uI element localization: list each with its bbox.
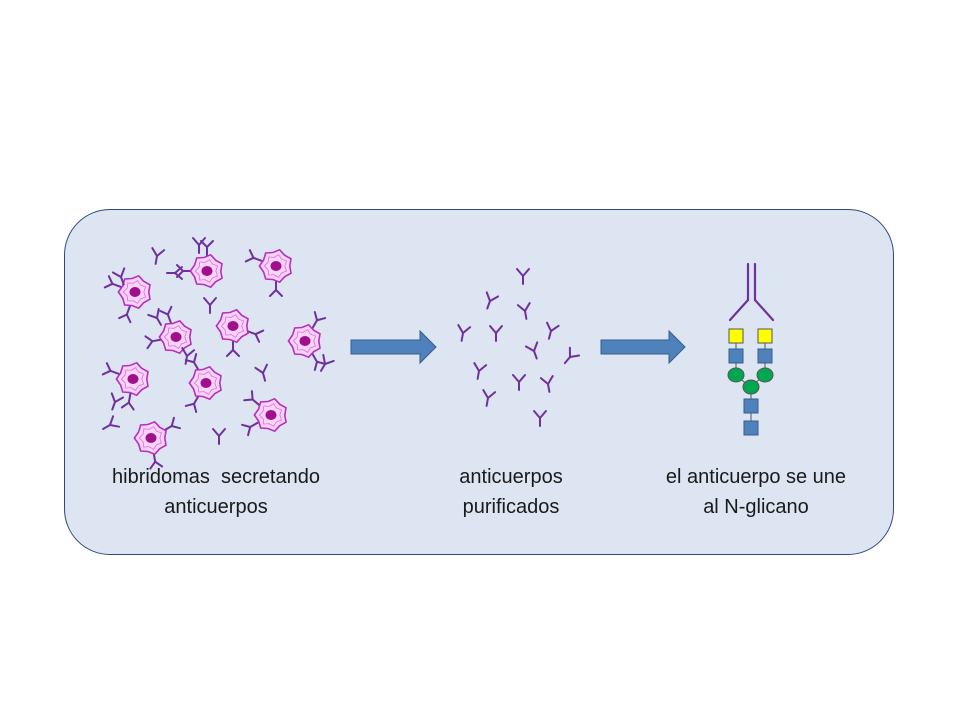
antibody-icon	[147, 307, 162, 326]
antibody-icon	[311, 352, 327, 371]
caption-purified-line2: purificados	[462, 496, 560, 518]
glcnac-square-icon	[743, 420, 759, 436]
n-glycan-icon	[727, 328, 774, 436]
antibody-icon	[546, 321, 560, 340]
antibody-icon	[254, 363, 268, 382]
caption-hybridomas: hibridomas secretando anticuerpos	[86, 462, 346, 522]
mannose-circle-icon	[727, 367, 745, 383]
antibody-icon	[118, 305, 132, 324]
hybridoma-cell-icon	[176, 240, 223, 289]
hybridoma-cell-icon	[144, 305, 192, 355]
antibody-icon	[512, 374, 526, 391]
hybridoma-cell-icon	[184, 353, 222, 413]
antibody-icon	[539, 375, 554, 393]
antibody-icon	[485, 291, 500, 310]
galactose-square-icon	[728, 328, 744, 344]
caption-purified: anticuerpos purificados	[431, 462, 591, 522]
purified-antibodies	[457, 268, 581, 427]
antibody-icon	[111, 267, 126, 286]
antibody-icon	[728, 262, 775, 322]
antibody-icon	[151, 247, 166, 265]
glcnac-square-icon	[757, 348, 773, 364]
antibody-icon	[524, 341, 539, 360]
antibody-icon	[144, 335, 163, 350]
antibody-icon	[226, 340, 240, 357]
antibody-icon	[533, 410, 547, 427]
antibody-icon	[473, 362, 488, 380]
hybridoma-cell-icon	[287, 311, 327, 371]
antibody-icon	[102, 415, 121, 430]
antibody-icon	[192, 237, 206, 254]
antibody-icon	[457, 324, 472, 342]
caption-purified-line1: anticuerpos	[459, 466, 563, 488]
antibody-icon	[311, 311, 327, 330]
antibody-icon	[212, 428, 226, 445]
glcnac-square-icon	[743, 398, 759, 414]
caption-hybridomas-line2: anticuerpos	[164, 496, 268, 518]
antibody-icon	[241, 421, 260, 437]
antibody-icon	[200, 240, 214, 257]
glcnac-square-icon	[728, 348, 744, 364]
antibody-icon	[563, 346, 581, 365]
antibody-icon	[101, 362, 120, 376]
caption-hybridomas-line1: hibridomas secretando	[112, 466, 320, 488]
caption-binding: el anticuerpo se une al N-glicano	[636, 462, 876, 522]
mannose-circle-icon	[756, 367, 774, 383]
antibody-icon	[269, 280, 283, 297]
antibody-icon	[120, 392, 135, 411]
hybridoma-cells	[101, 240, 327, 470]
hybridoma-cell-icon	[103, 274, 151, 324]
caption-binding-line1: el anticuerpo se une	[665, 466, 847, 488]
antibody-icon	[320, 353, 335, 372]
antibody-icon	[203, 297, 217, 314]
antibody-icon	[103, 275, 122, 289]
mannose-circle-icon	[742, 379, 760, 395]
hybridoma-cell-icon	[244, 248, 292, 297]
antibody-icon	[244, 249, 263, 263]
right-arrow-icon	[600, 329, 686, 365]
antibody-icon	[489, 325, 503, 342]
antibody-bound-to-n-glycan	[727, 262, 775, 436]
right-arrow-icon	[350, 329, 437, 365]
hybridoma-cell-icon	[101, 361, 149, 411]
antibody-icon	[482, 389, 497, 407]
antibody-icon	[516, 268, 530, 285]
free-antibodies	[102, 237, 335, 445]
antibody-icon	[166, 266, 183, 280]
galactose-square-icon	[757, 328, 773, 344]
antibody-icon	[243, 390, 261, 407]
caption-binding-line2: al N-glicano	[703, 496, 809, 518]
antibody-icon	[110, 392, 125, 411]
antibody-icon	[516, 302, 531, 320]
hybridoma-cell-icon	[241, 390, 287, 437]
antibody-icon	[181, 347, 196, 365]
antibody-icon	[184, 394, 200, 413]
antibody-icon	[159, 305, 173, 324]
hybridoma-cell-icon	[133, 416, 181, 470]
hybridoma-cell-icon	[215, 308, 265, 357]
